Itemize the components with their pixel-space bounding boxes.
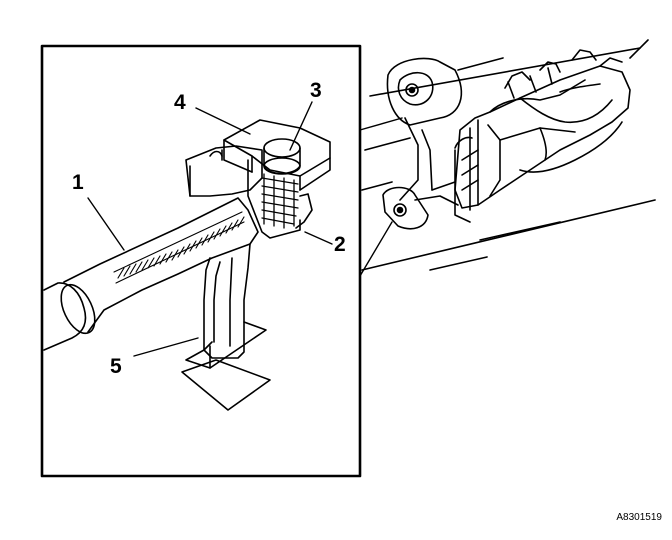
cable-bracket-detail <box>43 119 331 411</box>
detail-view-frame <box>40 44 403 478</box>
callout-3: 3 <box>310 79 322 102</box>
callout-1: 1 <box>72 171 84 194</box>
callout-leader-lines <box>87 101 333 357</box>
callout-5: 5 <box>110 355 122 378</box>
callout-4: 4 <box>174 91 186 114</box>
figure-reference-code: A8301519 <box>616 512 662 523</box>
vehicle-assembly-background <box>361 39 656 271</box>
callout-2: 2 <box>334 233 346 256</box>
